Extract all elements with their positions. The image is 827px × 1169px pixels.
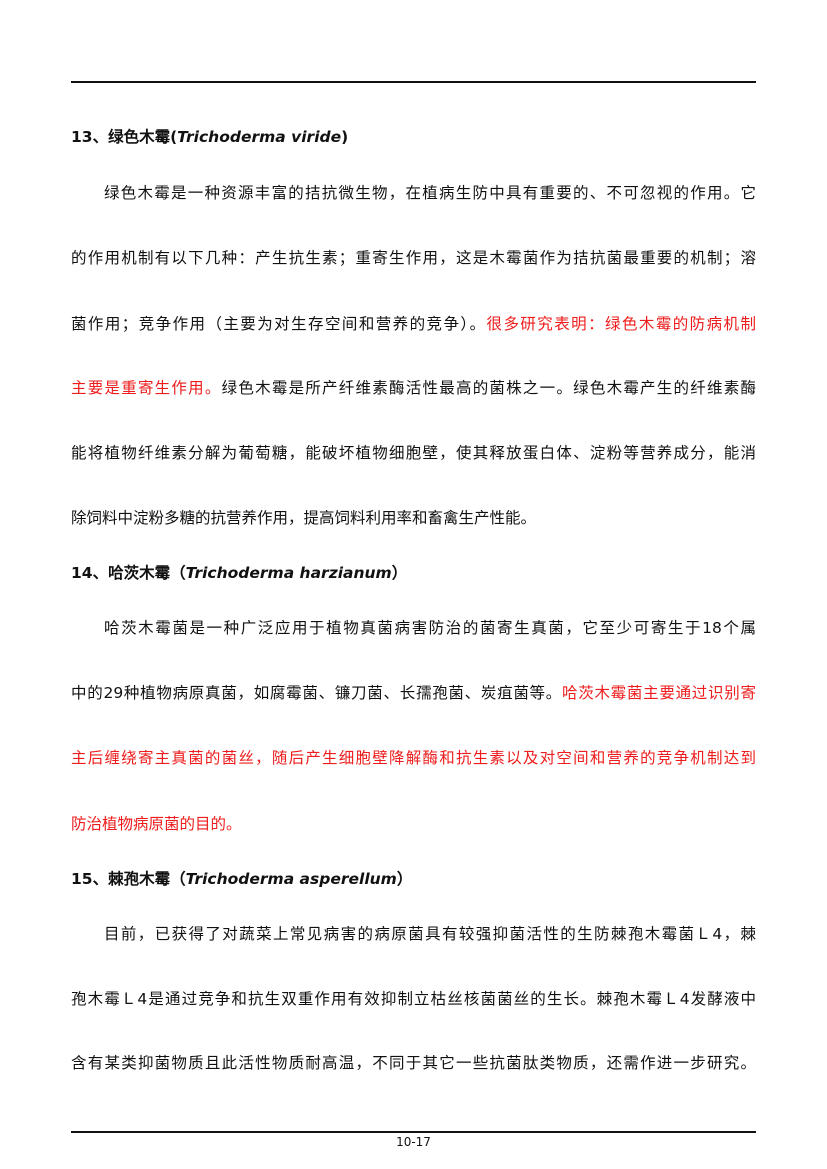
- section-heading-15: 15、棘孢木霉（Trichoderma asperellum）: [71, 870, 413, 888]
- header-rule: [71, 81, 756, 83]
- paragraph-line: 菌作用；竞争作用（主要为对生存空间和营养的竞争）。很多研究表明：绿色木霉的防病机…: [71, 315, 756, 333]
- paragraph-line: 含有某类抑菌物质且此活性物质耐高温，不同于其它一些抗菌肽类物质，还需作进一步研究…: [71, 1054, 756, 1072]
- paragraph-line: 孢木霉Ｌ4是通过竞争和抗生双重作用有效抑制立枯丝核菌菌丝的生长。棘孢木霉Ｌ4发酵…: [71, 990, 756, 1008]
- page-number: 10-17: [396, 1135, 431, 1149]
- paragraph-line: 目前，已获得了对蔬菜上常见病害的病原菌具有较强抑菌活性的生防棘孢木霉菌Ｌ4，棘: [104, 925, 756, 943]
- section-heading-13: 13、绿色木霉(Trichoderma viride): [71, 128, 349, 146]
- paragraph-line: 能将植物纤维素分解为葡萄糖，能破坏植物细胞壁，使其释放蛋白体、淀粉等营养成分，能…: [71, 444, 756, 462]
- paragraph-line: 主后缠绕寄主真菌的菌丝，随后产生细胞壁降解酶和抗生素以及对空间和营养的竞争机制达…: [71, 749, 756, 767]
- section-heading-14: 14、哈茨木霉（Trichoderma harzianum）: [71, 564, 408, 582]
- paragraph-line: 防治植物病原菌的目的。: [71, 815, 242, 833]
- paragraph-line: 中的29种植物病原真菌，如腐霉菌、镰刀菌、长孺孢菌、炭疽菌等。哈茨木霉菌主要通过…: [71, 684, 756, 702]
- paragraph-line: 主要是重寄生作用。绿色木霉是所产纤维素酶活性最高的菌株之一。绿色木霉产生的纤维素…: [71, 379, 756, 397]
- paragraph-line: 的作用机制有以下几种：产生抗生素；重寄生作用，这是木霉菌作为拮抗菌最重要的机制；…: [71, 249, 756, 267]
- paragraph-line: 哈茨木霉菌是一种广泛应用于植物真菌病害防治的菌寄生真菌，它至少可寄生于18个属: [104, 619, 756, 637]
- paragraph-line: 绿色木霉是一种资源丰富的拮抗微生物，在植病生防中具有重要的、不可忽视的作用。它: [104, 184, 756, 202]
- paragraph-line: 除饲料中淀粉多糖的抗营养作用，提高饲料利用率和畜禽生产性能。: [71, 509, 537, 527]
- footer-rule: [71, 1131, 756, 1133]
